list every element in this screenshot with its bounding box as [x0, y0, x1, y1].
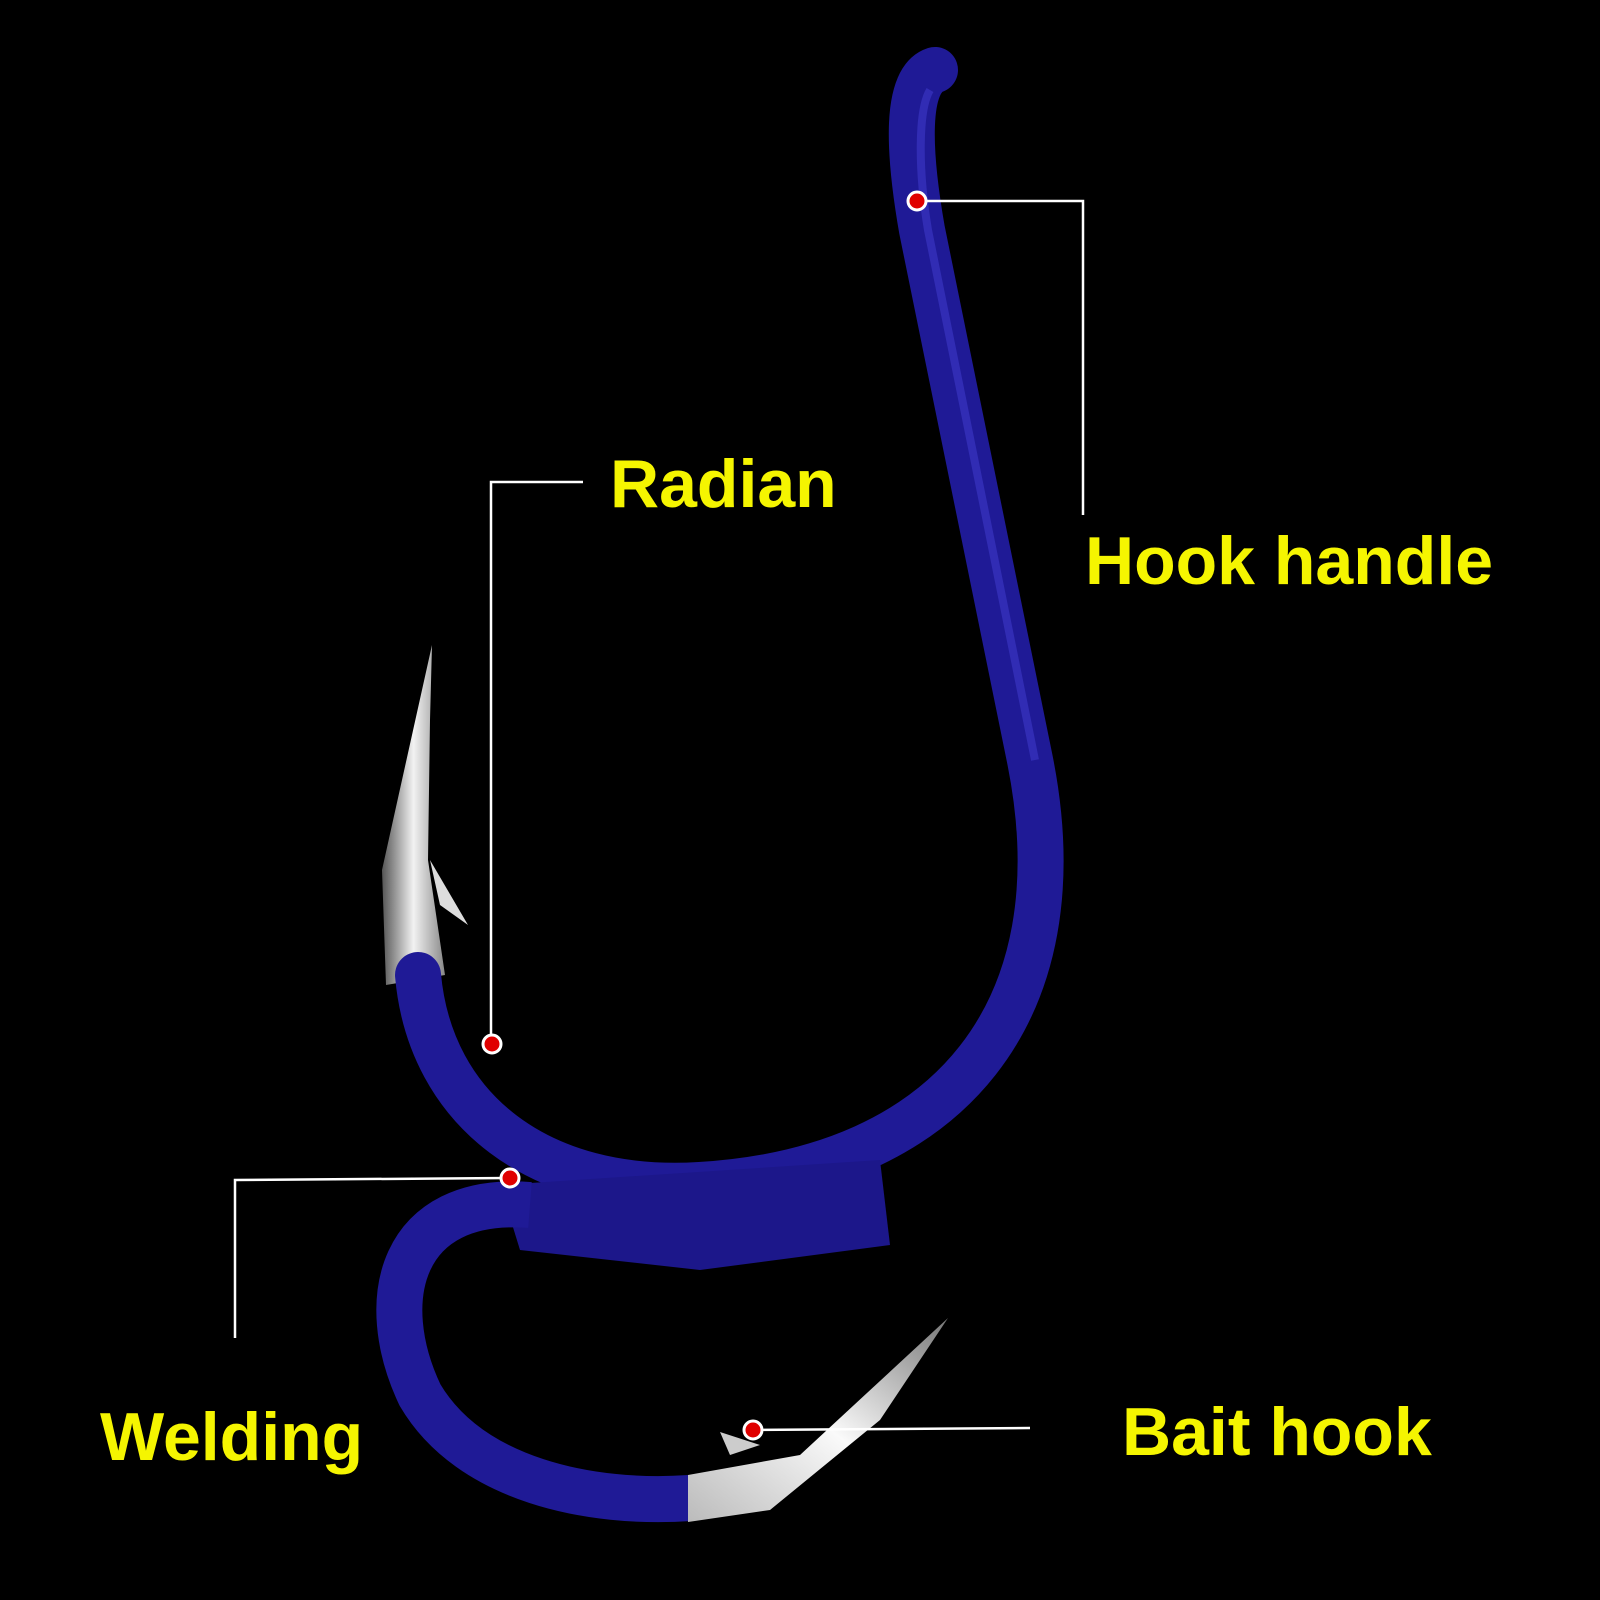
bait-hook-body — [376, 1181, 692, 1523]
bait-hook-label: Bait hook — [1122, 1394, 1432, 1470]
bait-hook-leader — [752, 1426, 1031, 1432]
radian-label: Radian — [610, 446, 837, 522]
leader-lines — [233, 199, 1085, 1432]
main-hook-point — [382, 645, 468, 985]
hook-handle-leader — [917, 199, 1085, 515]
main-hook-shank — [395, 47, 1064, 1209]
radian-marker — [481, 1033, 503, 1055]
radian-leader — [489, 480, 583, 1044]
bait-hook-point — [688, 1318, 948, 1522]
bait-hook-marker — [742, 1419, 764, 1441]
welding-marker — [499, 1167, 521, 1189]
welding-leader — [233, 1176, 511, 1338]
hook-handle-label: Hook handle — [1085, 523, 1494, 599]
welding-label: Welding — [100, 1399, 364, 1475]
welding-joint — [500, 1160, 890, 1270]
hook-handle-marker — [906, 190, 928, 212]
